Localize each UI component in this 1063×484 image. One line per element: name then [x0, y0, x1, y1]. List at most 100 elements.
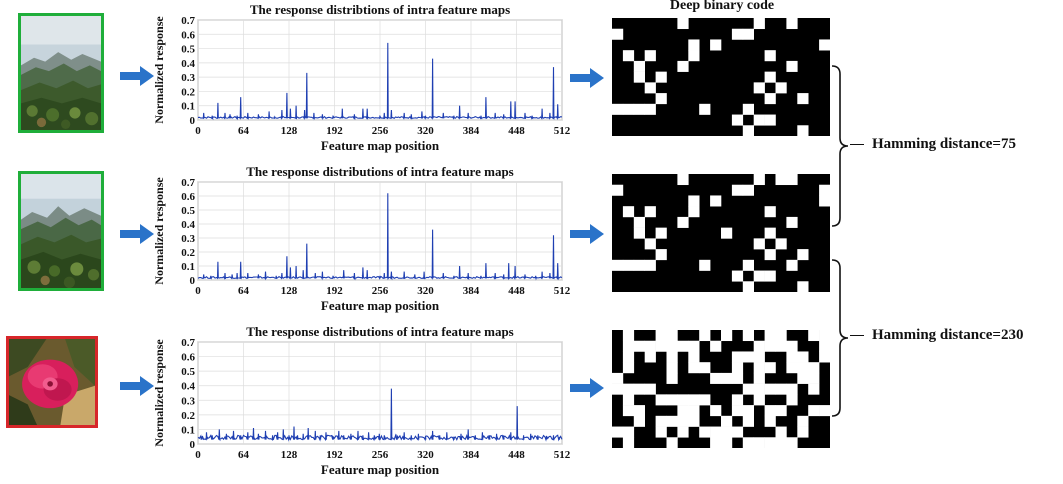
binary-code-bit: [731, 28, 744, 40]
binary-code-bit: [677, 394, 689, 406]
y-tick-label: 0.2: [181, 247, 195, 259]
binary-code-bit: [622, 405, 635, 417]
binary-code-bit: [644, 351, 656, 363]
y-tick-label: 0.3: [181, 72, 195, 84]
binary-code-bit: [753, 351, 765, 363]
response-chart-1: The response distribtions of intra featu…: [152, 2, 570, 153]
binary-code-bit: [742, 125, 754, 136]
binary-code-bit: [644, 50, 656, 62]
binary-code-bit: [710, 195, 722, 207]
binary-code-bit: [677, 18, 689, 30]
binary-code-bit: [721, 415, 733, 427]
binary-code-grid-2: [612, 174, 830, 292]
y-tick-label: 0.1: [181, 424, 195, 436]
binary-code-bit: [644, 103, 656, 115]
binary-code-bit: [753, 174, 765, 186]
binary-code-bit: [764, 415, 776, 427]
x-tick-label: 384: [463, 285, 480, 297]
binary-code-bit: [633, 103, 645, 115]
binary-code-bit: [775, 426, 787, 438]
binary-code-bit: [677, 426, 689, 438]
y-tick-label: 0.3: [181, 233, 195, 245]
binary-code-bit: [688, 206, 700, 218]
query-image-flower: [6, 336, 98, 428]
binary-code-bit: [612, 383, 624, 395]
binary-code-bit: [742, 415, 754, 427]
binary-code-bit: [688, 195, 700, 207]
binary-code-bit: [633, 340, 645, 352]
binary-code-bit: [764, 270, 776, 282]
binary-code-bit: [633, 415, 645, 427]
binary-code-bit: [753, 82, 765, 94]
binary-code-bit: [721, 437, 733, 448]
binary-code-bit: [808, 362, 820, 374]
response-series-line: [197, 42, 563, 121]
binary-code-bit: [655, 330, 667, 342]
binary-code-bit: [797, 351, 809, 363]
hamming-distance-label-1: Hamming distance=75: [850, 136, 1016, 153]
binary-code-bit: [775, 340, 787, 352]
binary-code-bit: [731, 394, 744, 406]
binary-code-bit: [731, 270, 744, 282]
y-tick-label: 0.7: [181, 177, 195, 189]
chart-title: The response distributions of intra feat…: [246, 324, 513, 339]
y-tick-label: 0.7: [181, 337, 195, 349]
x-tick-label: 192: [326, 125, 343, 137]
x-tick-label: 256: [372, 285, 389, 297]
binary-code-bit: [688, 351, 700, 363]
y-tick-label: 0.3: [181, 395, 195, 407]
binary-code-bit: [666, 437, 678, 448]
binary-code-bit: [764, 340, 776, 352]
binary-code-bit: [742, 184, 754, 196]
x-axis-label: Feature map position: [321, 298, 440, 313]
binary-code-bit: [731, 405, 744, 417]
binary-code-bit: [808, 405, 820, 417]
binary-code-bit: [786, 340, 798, 352]
x-tick-label: 256: [372, 125, 389, 137]
binary-code-bit: [721, 227, 733, 239]
hamming-distance-text-1: Hamming distance=75: [872, 136, 1016, 152]
binary-code-bit: [731, 351, 744, 363]
binary-code-bit: [753, 372, 765, 384]
binary-code-bit: [753, 383, 765, 395]
binary-code-bit: [721, 372, 733, 384]
binary-code-bit: [764, 249, 776, 261]
x-tick-label: 64: [238, 125, 250, 137]
binary-code-bit: [666, 351, 678, 363]
x-tick-label: 0: [195, 449, 201, 461]
y-tick-label: 0: [190, 115, 196, 127]
x-tick-label: 128: [281, 449, 298, 461]
binary-code-bit: [655, 394, 667, 406]
y-tick-label: 0.5: [181, 205, 195, 217]
binary-code-bit: [699, 394, 711, 406]
binary-code-bit: [764, 50, 776, 62]
binary-code-bit: [786, 259, 798, 271]
binary-code-bit: [699, 103, 711, 115]
binary-code-bit: [666, 340, 678, 352]
binary-code-bit: [644, 340, 656, 352]
binary-code-bit: [710, 437, 722, 448]
binary-code-bit: [622, 426, 635, 438]
binary-code-bit: [612, 184, 624, 196]
x-tick-label: 448: [508, 449, 525, 461]
y-tick-label: 0.4: [181, 381, 195, 393]
binary-code-bit: [622, 351, 635, 363]
x-tick-label: 512: [554, 125, 570, 137]
x-tick-label: 0: [195, 285, 201, 297]
binary-code-bit: [786, 60, 798, 72]
binary-code-bit: [797, 93, 809, 105]
x-tick-label: 384: [463, 125, 480, 137]
y-tick-label: 0.6: [181, 191, 195, 203]
binary-code-bit: [699, 330, 711, 342]
binary-code-bit: [764, 93, 776, 105]
binary-code-bit: [797, 362, 809, 374]
chart-title: The response distribtions of intra featu…: [250, 2, 510, 17]
binary-code-background: [612, 18, 830, 136]
binary-code-bit: [666, 394, 678, 406]
binary-code-bit: [797, 249, 809, 261]
binary-code-bit: [710, 405, 722, 417]
hamming-distance-label-2: Hamming distance=230: [850, 327, 1023, 344]
binary-code-bit: [677, 60, 689, 72]
binary-code-bit: [775, 174, 787, 186]
binary-code-bit: [764, 437, 776, 448]
